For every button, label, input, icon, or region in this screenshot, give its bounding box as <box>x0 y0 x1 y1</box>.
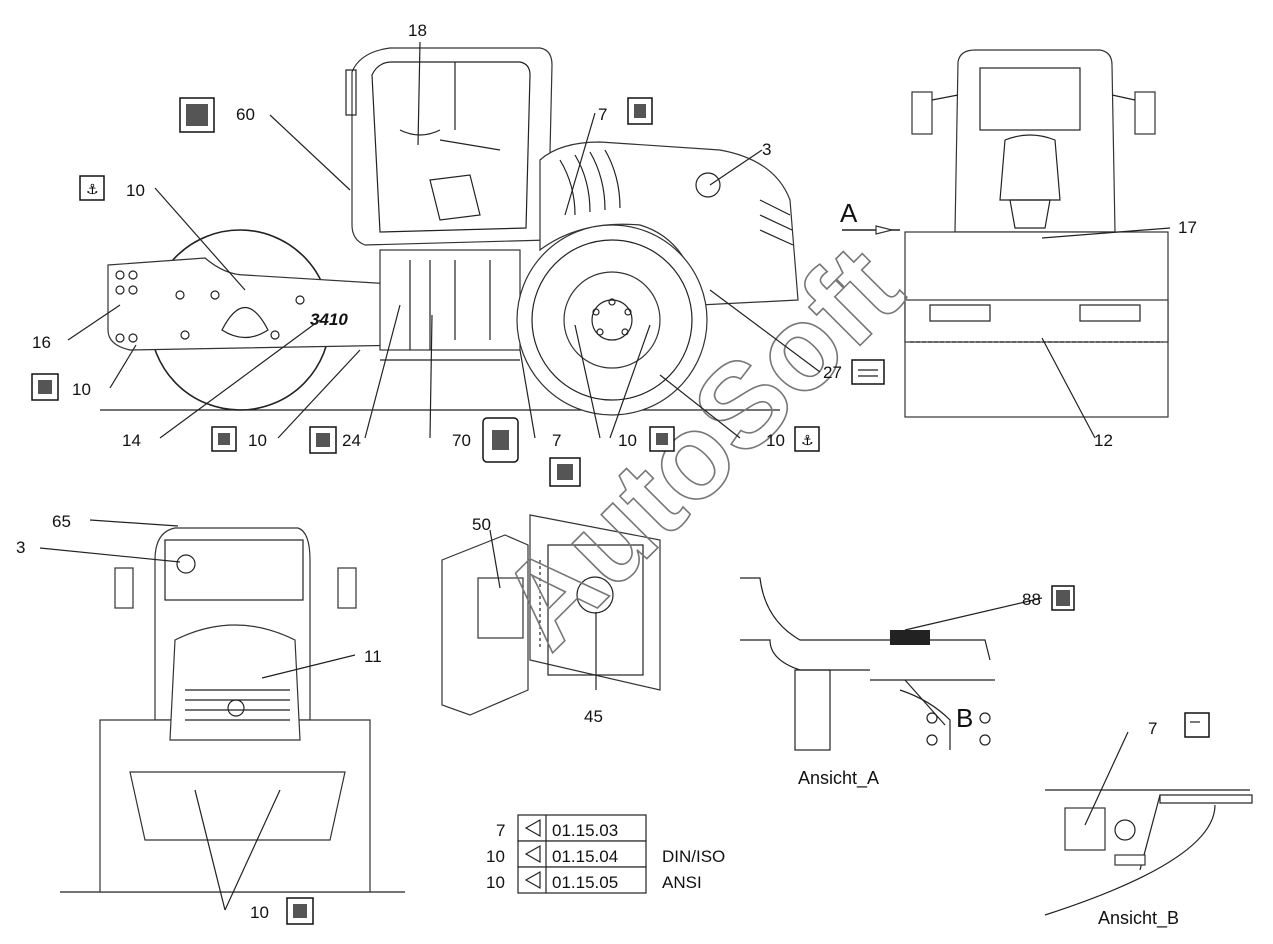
callout-27: 27 <box>823 363 842 382</box>
decal-sticker-icon <box>1184 712 1210 738</box>
callout-3-front: 3 <box>16 538 25 557</box>
callout-88: 88 <box>1022 590 1041 609</box>
callout-7-mid: 7 <box>552 431 561 450</box>
callout-10-left: 10 <box>126 181 145 200</box>
manual-decal-icon <box>549 457 581 487</box>
decal-table: 7 01.15.03 10 01.15.04 DIN/ISO 10 01.15.… <box>486 814 725 894</box>
callout-17: 17 <box>1178 218 1197 237</box>
crush-warning-decal-icon <box>649 426 675 452</box>
svg-text:⚓: ⚓ <box>86 182 99 198</box>
table-row: 10 01.15.04 DIN/ISO <box>486 840 725 868</box>
callout-10-wheel: 10 <box>618 431 637 450</box>
model-number: 3410 <box>310 310 348 329</box>
table-note: ANSI <box>662 873 702 892</box>
callout-10-right: 10 <box>766 431 785 450</box>
table-qty: 10 <box>486 873 505 892</box>
table-part-number: 01.15.03 <box>552 821 618 840</box>
table-part-number: 01.15.04 <box>552 847 618 866</box>
rear-view-a <box>842 49 1169 418</box>
hook-decal-icon: ⚓ <box>794 426 820 452</box>
callout-10-drum: 10 <box>72 380 91 399</box>
callout-10-front: 10 <box>250 903 269 922</box>
cab-decal-icon <box>482 417 519 463</box>
callout-7-b: 7 <box>1148 719 1157 738</box>
callout-18: 18 <box>408 21 427 40</box>
caption-ansicht-b: Ansicht_B <box>1098 908 1179 929</box>
callout-14: 14 <box>122 431 141 450</box>
table-row: 7 01.15.03 <box>496 814 647 842</box>
callout-24: 24 <box>342 431 361 450</box>
table-qty: 7 <box>496 821 505 840</box>
hook-decal-icon: ⚓ <box>79 175 105 201</box>
callout-11: 11 <box>364 647 382 666</box>
leader-lines <box>39 41 1171 911</box>
machine-info-decal-icon <box>179 97 215 133</box>
table-qty: 10 <box>486 847 505 866</box>
tire-pressure-decal-icon <box>851 359 885 385</box>
callout-10-bottom: 10 <box>248 431 267 450</box>
callout-60: 60 <box>236 105 255 124</box>
callout-3-top: 3 <box>762 140 771 159</box>
table-part-number: 01.15.05 <box>552 873 618 892</box>
lift-decal-icon <box>309 426 337 454</box>
side-view: 3410 <box>100 47 799 416</box>
callout-65: 65 <box>52 512 71 531</box>
table-row: 10 01.15.05 ANSI <box>486 866 702 894</box>
crush-warning-decal-icon <box>286 897 314 925</box>
callout-70: 70 <box>452 431 471 450</box>
table-note: DIN/ISO <box>662 847 725 866</box>
ansicht-b-view <box>1044 789 1253 916</box>
ansicht-a-view <box>740 577 995 751</box>
callout-16: 16 <box>32 333 51 352</box>
caption-ansicht-a: Ansicht_A <box>798 768 879 789</box>
front-view <box>60 527 405 893</box>
callout-50: 50 <box>472 515 491 534</box>
crush-warning-decal-icon <box>211 426 237 452</box>
view-letter-b: B <box>956 703 973 733</box>
callout-7-top: 7 <box>598 105 607 124</box>
view-letter-a: A <box>840 198 858 228</box>
ce-noise-decal-icon <box>1051 585 1075 611</box>
callout-45: 45 <box>584 707 603 726</box>
crush-warning-decal-icon <box>31 373 59 401</box>
control-box <box>441 514 661 716</box>
callout-12: 12 <box>1094 431 1113 450</box>
svg-text:⚓: ⚓ <box>801 433 814 449</box>
hand-decal-icon <box>627 97 653 125</box>
